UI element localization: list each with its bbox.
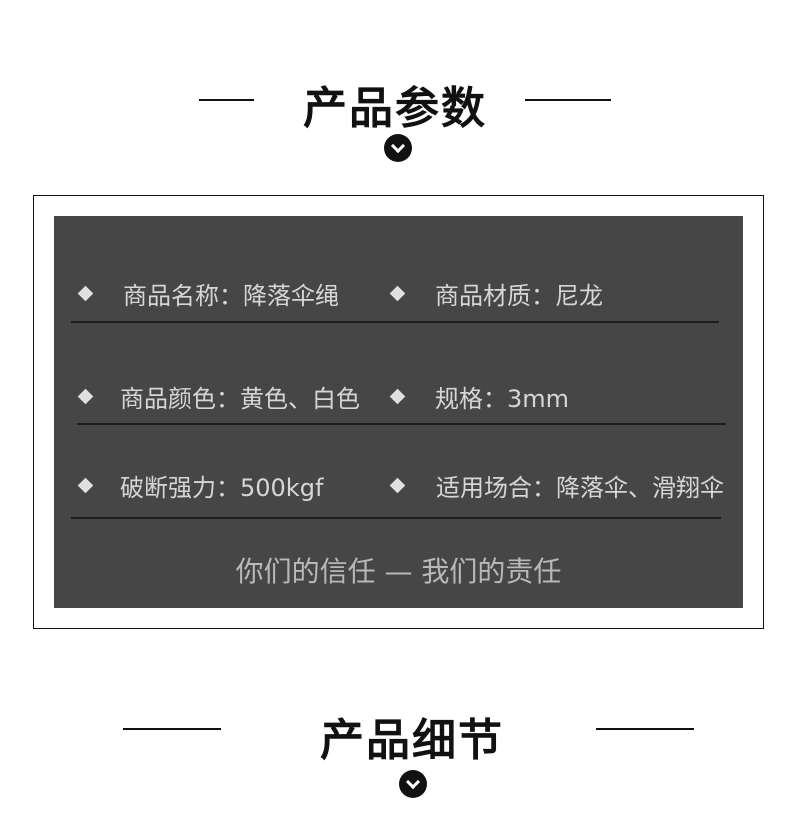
params-panel: 商品名称：降落伞绳 商品材质：尼龙 商品颜色：黄色、白色 规格：3mm 破断强力…: [54, 216, 743, 608]
param-item: 破断强力：500kgf: [77, 468, 324, 503]
params-frame: [33, 195, 764, 629]
diamond-icon: [389, 388, 406, 405]
param-text: 规格：3mm: [435, 385, 570, 413]
param-item: 适用场合：降落伞、滑翔伞: [389, 468, 724, 503]
chevron-down-circle-icon: [399, 770, 427, 798]
row-divider: [71, 517, 721, 519]
diamond-icon: [77, 388, 94, 405]
diamond-icon: [389, 285, 406, 302]
diamond-icon: [77, 285, 94, 302]
title-line-left: [123, 728, 221, 730]
param-text: 适用场合：降落伞、滑翔伞: [436, 474, 724, 502]
row-divider: [71, 321, 719, 323]
diamond-icon: [389, 477, 406, 494]
param-text: 商品材质：尼龙: [435, 282, 603, 310]
slogan: 你们的信任 — 我们的责任: [235, 555, 562, 588]
chevron-down-circle-icon: [384, 134, 412, 162]
title-line-right: [596, 728, 694, 730]
param-text: 商品颜色：黄色、白色: [120, 385, 360, 413]
param-item: 商品名称：降落伞绳: [77, 276, 339, 311]
param-row: 商品名称：降落伞绳 商品材质：尼龙: [54, 276, 743, 316]
row-divider: [77, 423, 726, 425]
param-item: 商品材质：尼龙: [389, 276, 603, 311]
diamond-icon: [77, 477, 94, 494]
param-text: 商品名称：降落伞绳: [123, 282, 339, 310]
title-line-right: [525, 99, 611, 101]
param-text: 破断强力：500kgf: [120, 474, 324, 502]
title-line-left: [199, 99, 254, 101]
param-row: 商品颜色：黄色、白色 规格：3mm: [54, 379, 743, 419]
section-title: 产品参数: [303, 83, 487, 134]
param-item: 规格：3mm: [389, 379, 570, 414]
section-title: 产品细节: [320, 715, 504, 766]
param-row: 破断强力：500kgf 适用场合：降落伞、滑翔伞: [54, 468, 743, 508]
param-item: 商品颜色：黄色、白色: [77, 379, 360, 414]
